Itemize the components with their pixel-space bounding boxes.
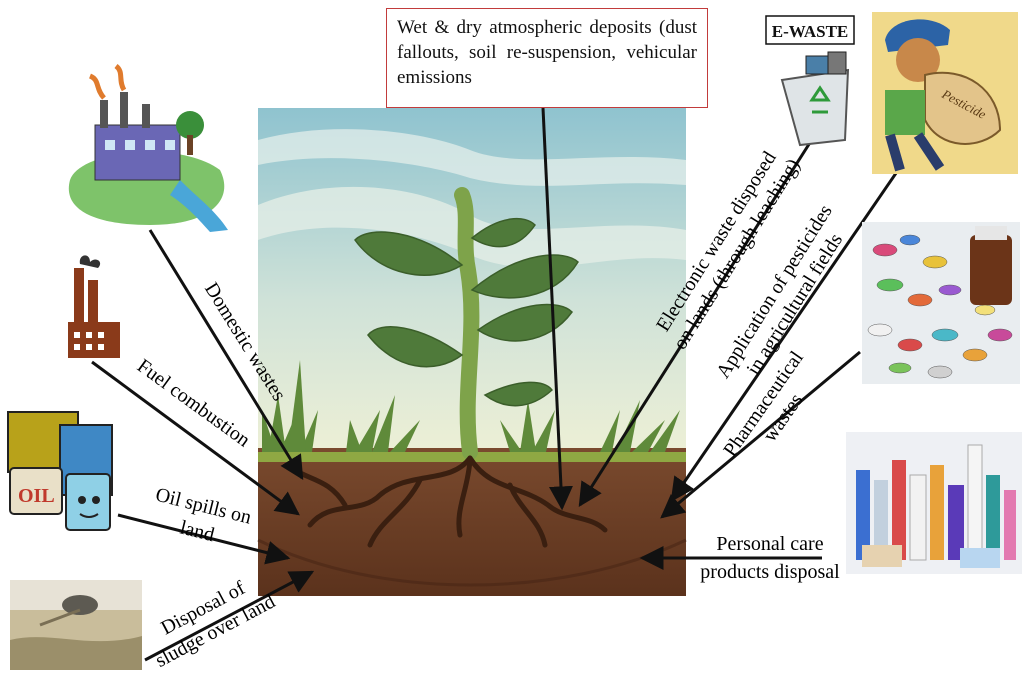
- ewaste-sign-text: E-WASTE: [772, 22, 849, 41]
- personal-care-products-photo: [846, 432, 1022, 574]
- chimney-factory-icon: [68, 255, 120, 358]
- personal-care-line1: Personal care: [716, 533, 823, 555]
- oil-can-label: OIL: [18, 485, 55, 507]
- sludge-field-photo: [10, 580, 142, 670]
- atmospheric-deposits-text: Wet & dry atmospheric deposits (dust fal…: [397, 17, 697, 88]
- atmospheric-deposits-box: Wet & dry atmospheric deposits (dust fal…: [386, 8, 708, 108]
- pharmaceutical-pills-photo: [862, 222, 1020, 384]
- plant-stem: [462, 195, 471, 452]
- oil-spills-label: Oil spills on land: [147, 484, 254, 554]
- soil-layer: [258, 448, 686, 596]
- industrial-site-icon: [69, 66, 228, 232]
- oil-spills-line2: land: [178, 517, 217, 547]
- personal-care-line2: products disposal: [700, 561, 840, 583]
- central-scene: [258, 108, 686, 596]
- oil-containers-icon: [8, 412, 112, 530]
- sludge-disposal-label: Disposal of sludge over land: [140, 567, 279, 671]
